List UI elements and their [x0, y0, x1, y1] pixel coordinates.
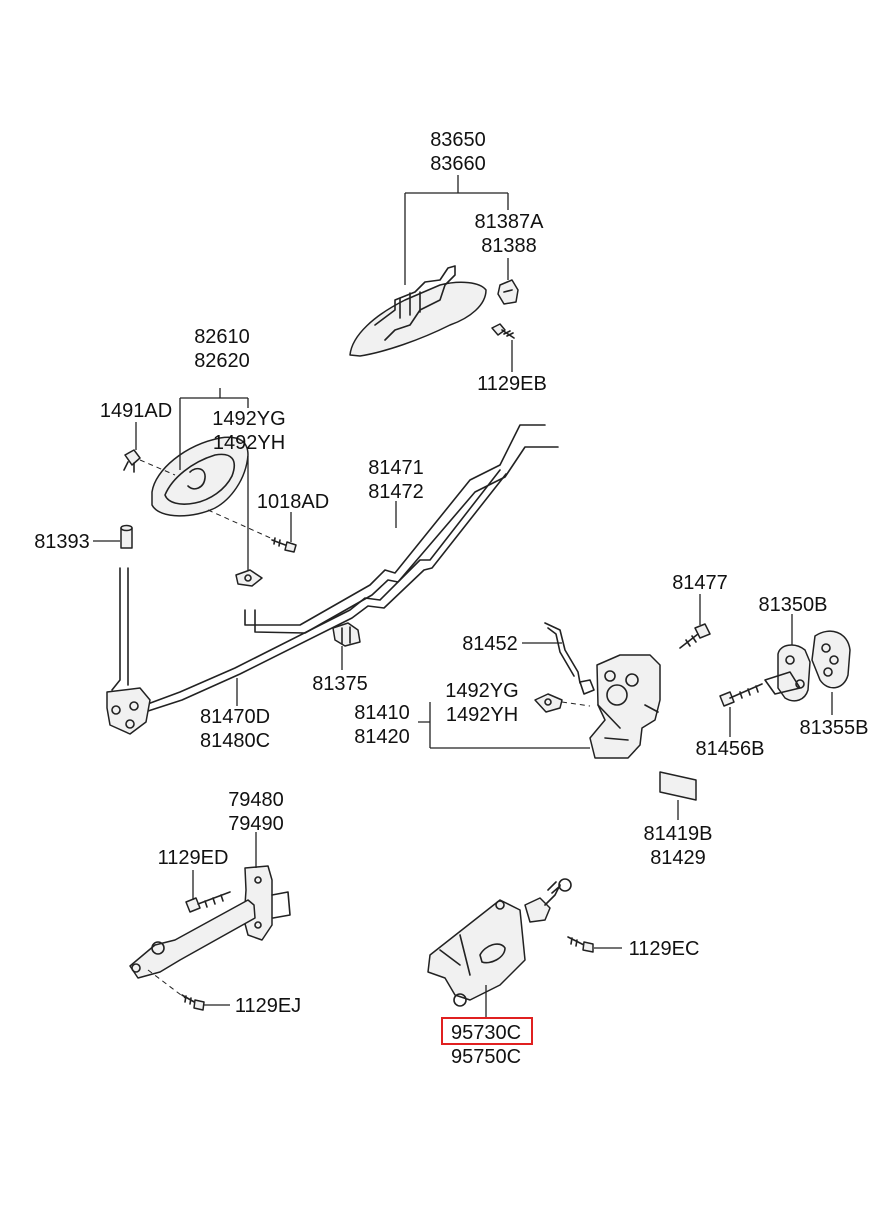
label-1129EB: 1129EB	[477, 373, 547, 395]
label-1129EJ: 1129EJ	[235, 995, 301, 1017]
label-1492YG-b: 1492YG	[445, 680, 518, 702]
screw-1018AD	[271, 537, 297, 553]
inside-door-handle	[151, 436, 249, 517]
label-81419B: 81419B	[644, 823, 713, 845]
label-79490: 79490	[228, 813, 284, 835]
rod-81452	[544, 622, 581, 684]
screw-1129EC	[567, 936, 594, 953]
label-81477: 81477	[672, 572, 728, 594]
pin-81393	[120, 524, 133, 549]
label-1492YH-b: 1492YH	[446, 704, 518, 726]
label-83650: 83650	[430, 129, 486, 151]
label-81420: 81420	[354, 726, 410, 748]
label-82620: 82620	[194, 350, 250, 372]
latch-bracket	[418, 702, 590, 749]
label-81471: 81471	[368, 457, 424, 479]
rod-bracket	[106, 687, 151, 735]
label-1018AD: 1018AD	[257, 491, 329, 513]
outside-door-handle	[349, 265, 487, 357]
nut-1492YG-a	[235, 569, 263, 587]
screw-1129EB	[491, 323, 515, 339]
label-1492YG-a: 1492YG	[212, 408, 285, 430]
label-81355B: 81355B	[800, 717, 869, 739]
label-81470D: 81470D	[200, 706, 270, 728]
screw-81456B	[719, 683, 763, 707]
dash-1018AD	[207, 509, 276, 541]
label-1491AD: 1491AD	[100, 400, 172, 422]
screw-81477	[679, 623, 711, 649]
lock-rod-81470D	[111, 469, 507, 713]
label-1129ED: 1129ED	[158, 847, 229, 869]
clip-81375	[332, 622, 361, 647]
label-plate-81419B	[659, 771, 697, 801]
handle-bracket-lines	[404, 175, 509, 285]
dash-1491AD	[139, 459, 176, 476]
striker-81350B	[764, 644, 811, 702]
label-95730C: 95730C	[451, 1022, 521, 1044]
handle-clip	[497, 279, 519, 305]
shim-81355B	[811, 630, 851, 689]
door-lock-actuator	[427, 878, 572, 1007]
label-1492YH-a: 1492YH	[213, 432, 285, 454]
label-79480: 79480	[228, 789, 284, 811]
door-latch-assembly	[579, 654, 661, 759]
dash-1492YG-b	[561, 701, 591, 707]
label-95750C: 95750C	[451, 1046, 521, 1068]
clip-1491AD	[123, 449, 141, 473]
label-82610: 82610	[194, 326, 250, 348]
label-81388: 81388	[481, 235, 537, 257]
label-1129EC: 1129EC	[629, 938, 700, 960]
nut-1492YG-b	[534, 693, 563, 713]
label-81387A: 81387A	[475, 211, 545, 233]
dash-1129EJ	[147, 969, 186, 999]
label-81350B: 81350B	[759, 594, 828, 616]
inside-handle-bracket	[179, 388, 249, 470]
label-81429: 81429	[650, 847, 706, 869]
label-83660: 83660	[430, 153, 486, 175]
label-81472: 81472	[368, 481, 424, 503]
label-81393: 81393	[34, 531, 90, 553]
label-81410: 81410	[354, 702, 410, 724]
label-81375: 81375	[312, 673, 368, 695]
highlight-box-95730C	[441, 1017, 533, 1045]
label-81452: 81452	[462, 633, 518, 655]
label-81456B: 81456B	[696, 738, 765, 760]
door-checker-assembly	[129, 865, 291, 979]
lock-rod-81471	[244, 424, 559, 634]
label-81480C: 81480C	[200, 730, 270, 752]
screw-1129EJ	[181, 994, 205, 1011]
